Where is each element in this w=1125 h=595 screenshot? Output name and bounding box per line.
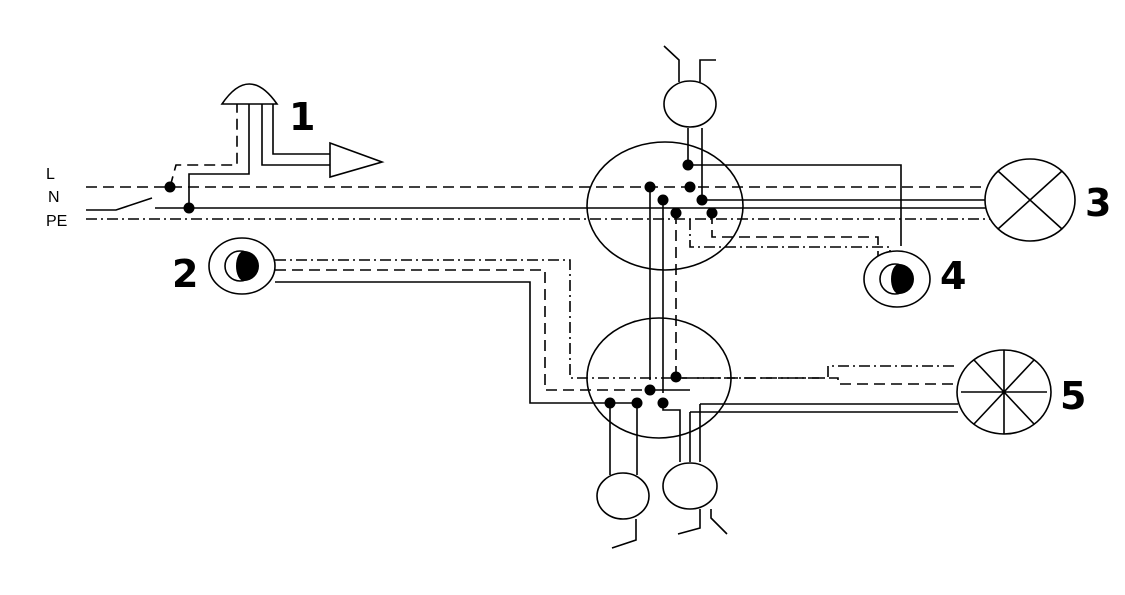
device-2-switch (208, 237, 958, 404)
label-pe: PE (46, 213, 67, 230)
socket-bottom-left (596, 472, 650, 549)
device-1-bell (164, 83, 385, 214)
junction-box-upper-outline (586, 141, 744, 271)
bus-n (86, 197, 990, 211)
device-number-1: 1 (289, 95, 315, 139)
device-number-5: 5 (1060, 374, 1086, 418)
device-4-switch (863, 250, 931, 308)
bell-dome (220, 83, 279, 105)
main-bus (86, 186, 990, 220)
device-5-lamp (956, 349, 1052, 435)
socket-top (663, 45, 717, 128)
junction-box-lower (586, 317, 958, 475)
device-number-3: 3 (1085, 181, 1111, 225)
horn-icon (329, 141, 385, 179)
junction-box-upper (586, 128, 990, 393)
label-l: L (46, 166, 55, 183)
device-number-2: 2 (172, 252, 198, 296)
device-number-4: 4 (940, 254, 966, 298)
label-n: N (48, 189, 60, 206)
device-3-lamp (984, 158, 1076, 242)
socket-bottom-right (662, 462, 728, 535)
